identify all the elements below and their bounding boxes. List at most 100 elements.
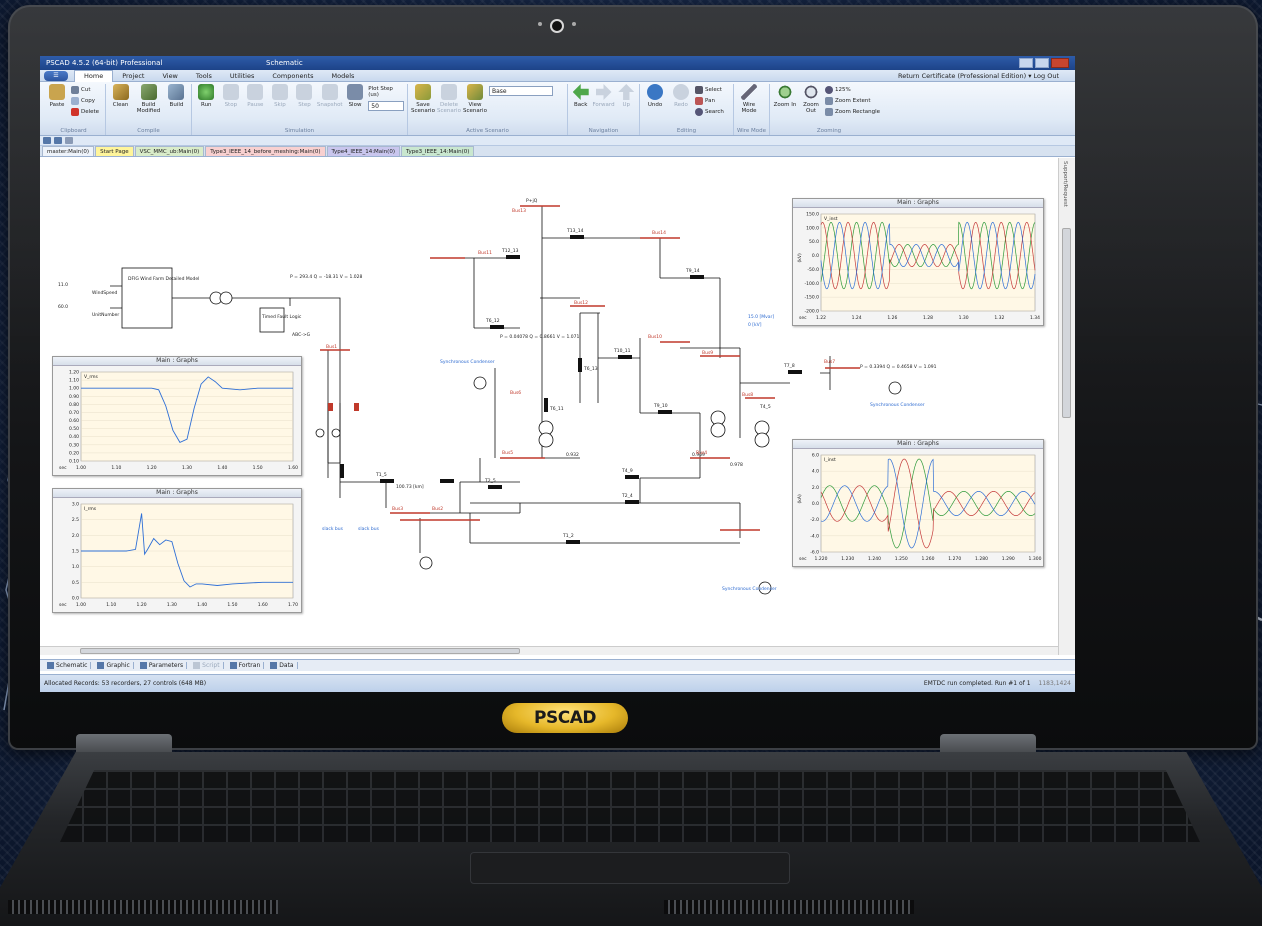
zoom-extent-button[interactable]: Zoom Extent — [825, 97, 880, 105]
save-scenario-icon — [415, 84, 431, 100]
close-button[interactable] — [1051, 58, 1069, 68]
data-icon — [270, 662, 278, 669]
tab-data[interactable]: Data — [267, 662, 298, 669]
doc-tab-start-page[interactable]: Start Page — [95, 146, 134, 156]
clean-button[interactable]: Clean — [109, 84, 132, 135]
paste-button[interactable]: Paste — [45, 84, 69, 135]
doc-tab-type3-before-meshing[interactable]: Type3_IEEE_14_before_meshing:Main(0) — [205, 146, 326, 156]
delete-button[interactable]: Delete — [71, 108, 99, 116]
y-tick-label: 2.0 — [812, 485, 819, 491]
cut-button[interactable]: Cut — [71, 86, 99, 94]
save-icon[interactable] — [54, 137, 62, 144]
delete-scenario-button[interactable]: Delete Scenario — [437, 84, 461, 135]
graph-title: Main : Graphs — [793, 199, 1043, 208]
save-scenario-button[interactable]: Save Scenario — [411, 84, 435, 135]
zoom-out-button[interactable]: Zoom Out — [799, 84, 823, 135]
doc-tab-vsc-mmc[interactable]: VSC_MMC_ub:Main(0) — [134, 146, 205, 156]
tab-parameters[interactable]: Parameters — [137, 662, 188, 669]
search-button[interactable]: Search — [695, 108, 724, 116]
zoom-rectangle-button[interactable]: Zoom Rectangle — [825, 108, 880, 116]
wire-mode-button[interactable]: Wire Mode — [737, 84, 761, 135]
scenario-select[interactable]: Base — [489, 86, 553, 96]
phase-waveform — [820, 458, 1036, 549]
tab-home[interactable]: Home — [74, 69, 114, 82]
undo-button[interactable]: Undo — [643, 84, 667, 135]
graph-title: Main : Graphs — [53, 357, 301, 366]
x-tick-label: 1.20 — [147, 465, 157, 471]
y-tick-label: 100.0 — [806, 225, 819, 231]
x-axis-label: sec — [59, 466, 67, 471]
run-button[interactable]: Run — [195, 84, 218, 135]
tab-graphic[interactable]: Graphic — [94, 662, 134, 669]
tab-schematic[interactable]: Schematic — [44, 662, 92, 669]
transformer-4-9-b — [710, 422, 726, 438]
schematic-diagram: DFIG Wind Farm Detailed Model 11.0 WindS… — [58, 198, 937, 595]
plot-step-field[interactable]: 50 — [368, 101, 404, 111]
build-modified-button[interactable]: Build Modified — [134, 84, 163, 135]
zoom-in-button[interactable]: Zoom In — [773, 84, 797, 135]
build-button[interactable]: Build — [165, 84, 188, 135]
vertical-scrollbar[interactable]: Support/Request — [1058, 158, 1075, 655]
trace-name: I_inst — [824, 457, 836, 463]
tab-fortran[interactable]: Fortran — [227, 662, 265, 669]
tab-view[interactable]: View — [162, 71, 178, 80]
tab-script[interactable]: Script — [190, 662, 224, 669]
tab-models[interactable]: Models — [331, 71, 355, 80]
horizontal-scroll-thumb[interactable] — [80, 648, 520, 654]
skip-button[interactable]: Skip — [269, 84, 292, 135]
y-axis-label: (kA) — [797, 494, 803, 503]
simulation-group: Run Stop Pause Skip Step Snapshot Slow P… — [192, 84, 408, 135]
forward-button[interactable]: Forward — [592, 84, 615, 135]
snapshot-button[interactable]: Snapshot — [317, 84, 343, 135]
y-tick-label: 150.0 — [806, 212, 819, 218]
vertical-scroll-thumb[interactable] — [1062, 228, 1071, 418]
wire-icon — [741, 84, 757, 100]
ribbon-tab-strip: ☰ Home Project View Tools Utilities Comp… — [40, 69, 1075, 82]
select-button[interactable]: Select — [695, 86, 724, 94]
pan-button[interactable]: Pan — [695, 97, 724, 105]
copy-button[interactable]: Copy — [71, 97, 99, 105]
pause-button[interactable]: Pause — [244, 84, 267, 135]
doc-tab-master[interactable]: master:Main(0) — [42, 146, 95, 156]
zooming-group: Zoom In Zoom Out 125% Zoom Extent Zoom R… — [770, 84, 888, 135]
up-button[interactable]: Up — [617, 84, 636, 135]
support-request-label[interactable]: Support/Request — [1062, 161, 1068, 207]
zoom-rectangle-icon — [825, 108, 833, 116]
line-t10-11 — [618, 355, 632, 359]
y-tick-label: 0.0 — [72, 596, 79, 602]
tab-components[interactable]: Components — [272, 71, 314, 80]
tab-utilities[interactable]: Utilities — [229, 71, 255, 80]
fortran-icon — [229, 662, 237, 669]
windspeed-value: 11.0 — [58, 282, 68, 288]
doc-tab-type3[interactable]: Type3_IEEE_14:Main(0) — [400, 146, 475, 156]
undo-small-icon[interactable] — [65, 137, 73, 144]
stop-button[interactable]: Stop — [220, 84, 243, 135]
status-position: 1183,1424 — [1038, 680, 1071, 687]
schematic-canvas[interactable]: DFIG Wind Farm Detailed Model 11.0 WindS… — [40, 158, 1058, 655]
view-scenario-button[interactable]: View Scenario — [463, 84, 487, 135]
horizontal-scrollbar[interactable] — [40, 646, 1058, 655]
step-button[interactable]: Step — [293, 84, 316, 135]
line-t9-14 — [690, 275, 704, 279]
maximize-button[interactable] — [1035, 58, 1049, 68]
slow-button[interactable]: Slow — [344, 84, 367, 135]
tab-tools[interactable]: Tools — [195, 71, 212, 80]
new-file-icon[interactable] — [43, 137, 51, 144]
redo-button[interactable]: Redo — [669, 84, 693, 135]
x-tick-label: 1.24 — [852, 315, 862, 321]
y-tick-label: 0.50 — [69, 426, 79, 432]
tab-project[interactable]: Project — [122, 71, 145, 80]
zoom-level-select[interactable]: 125% — [825, 86, 880, 94]
doc-tab-type4[interactable]: Type4_IEEE_14:Main(0) — [326, 146, 400, 156]
application-menu-button[interactable]: ☰ — [44, 70, 68, 81]
back-button[interactable]: Back — [571, 84, 590, 135]
account-links[interactable]: Return Certificate (Professional Edition… — [897, 71, 1059, 80]
bus-label-2: Bus2 — [432, 506, 443, 512]
bus-label-7: Bus7 — [824, 359, 835, 365]
y-tick-label: 4.0 — [812, 469, 819, 475]
minimize-button[interactable] — [1019, 58, 1033, 68]
